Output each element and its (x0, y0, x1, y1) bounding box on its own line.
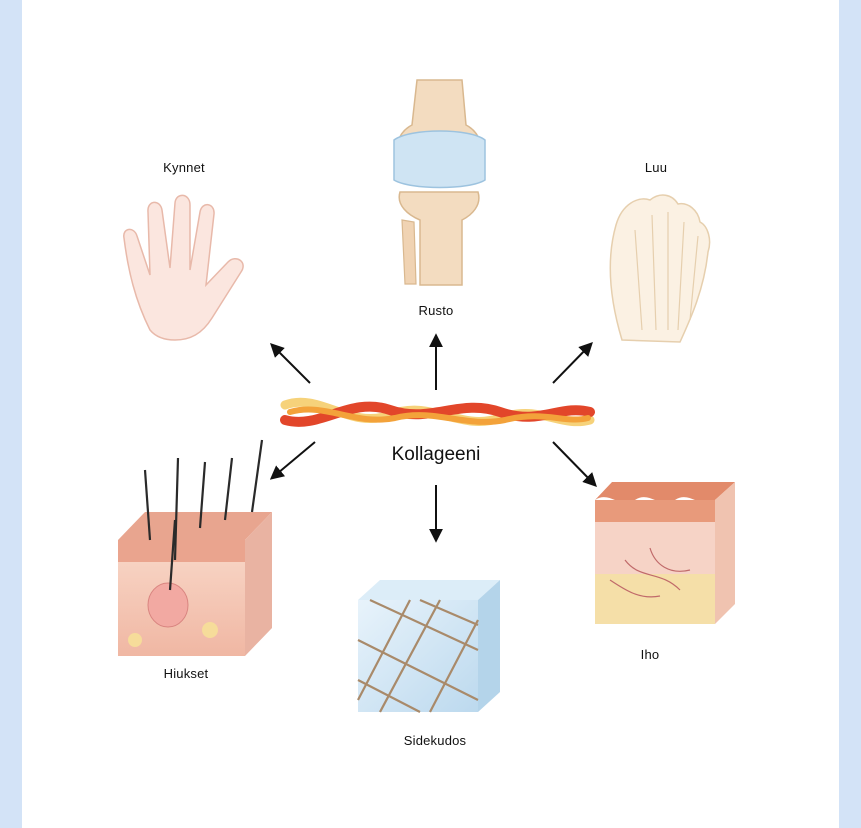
label-bone: Luu (645, 160, 667, 175)
foot-bones-icon (610, 195, 709, 342)
label-hair: Hiukset (164, 666, 209, 681)
center-label-collagen: Kollageeni (392, 444, 481, 466)
hair-follicle-skin-icon (118, 440, 272, 656)
label-hands: Kynnet (163, 160, 205, 175)
label-connective: Sidekudos (404, 733, 467, 748)
arrow-to-skin (553, 442, 595, 485)
arrows (272, 336, 595, 540)
arrow-to-bone (553, 344, 591, 383)
hand-icon (124, 195, 243, 340)
label-skin: Iho (641, 647, 660, 662)
collagen-fiber-icon (285, 402, 590, 422)
label-cartilage: Rusto (419, 303, 454, 318)
skin-layers-icon (595, 482, 735, 624)
knee-joint-icon (394, 80, 485, 285)
arrow-to-hands (272, 345, 310, 383)
connective-tissue-cube-icon (358, 580, 500, 712)
arrow-to-hair (272, 442, 315, 478)
